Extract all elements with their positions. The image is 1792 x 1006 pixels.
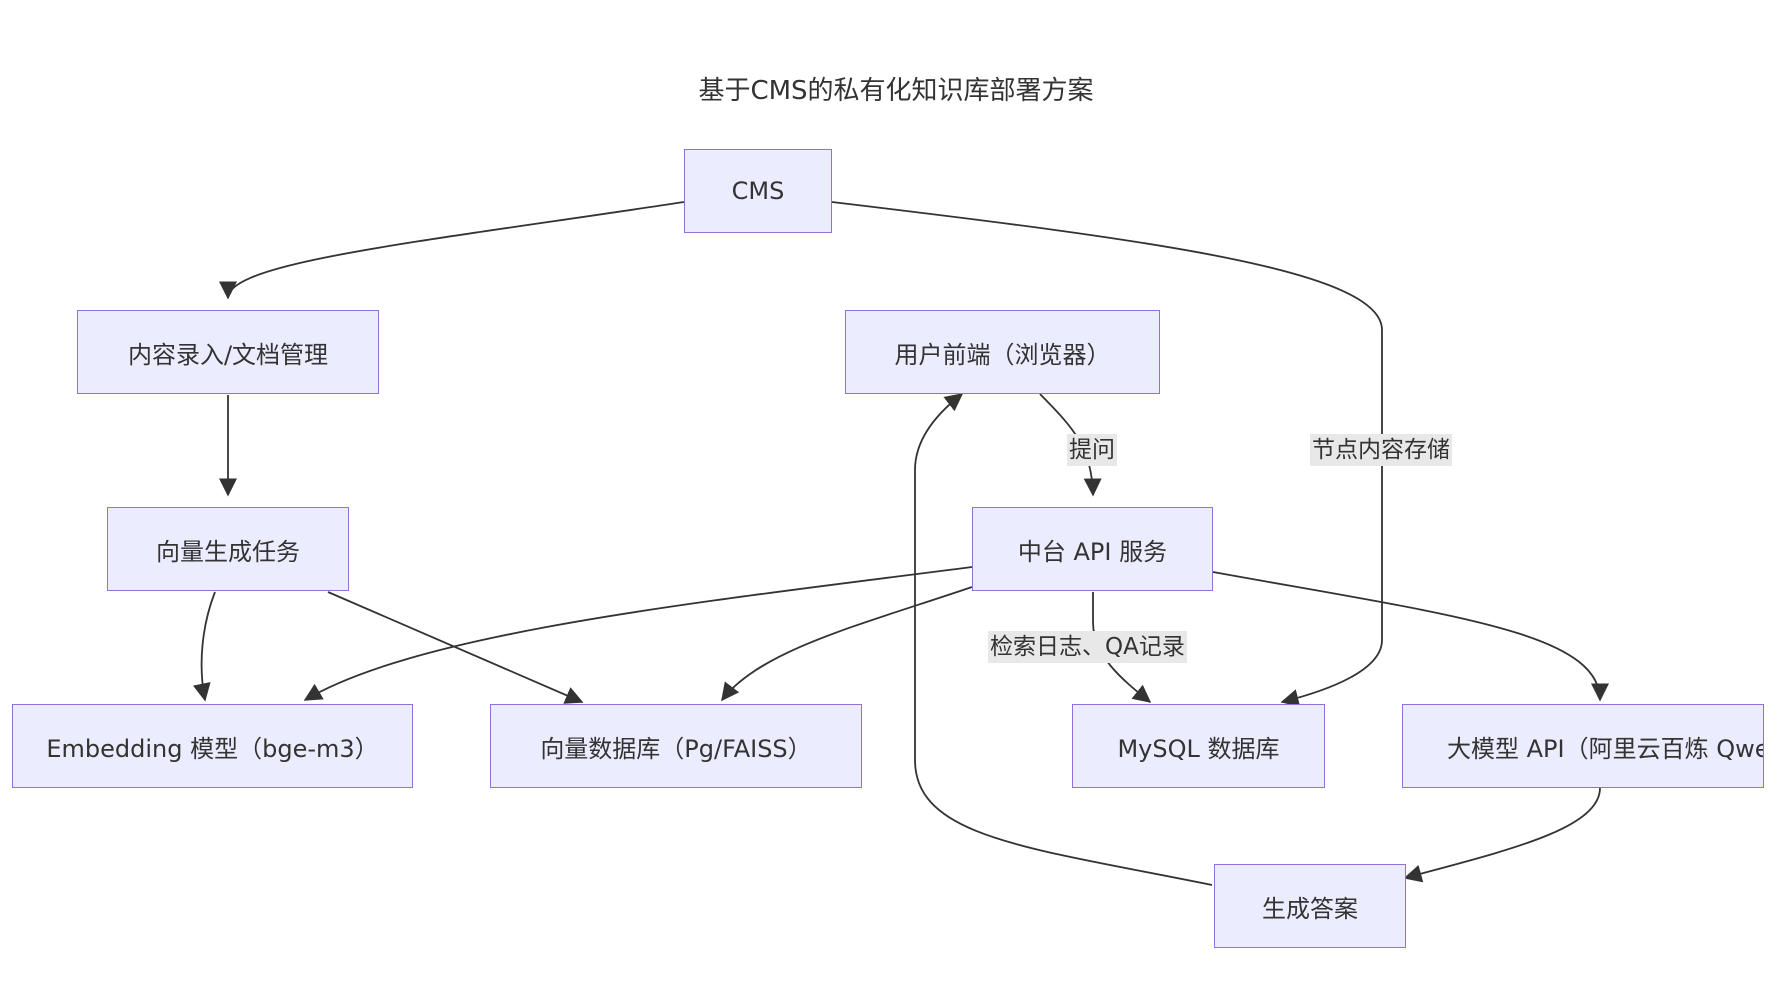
- node-vector-task: 向量生成任务: [107, 507, 349, 591]
- node-embedding-model: Embedding 模型（bge-m3）: [12, 704, 413, 788]
- node-content-entry: 内容录入/文档管理: [77, 310, 379, 394]
- node-api-service: 中台 API 服务: [972, 507, 1213, 591]
- node-answer: 生成答案: [1214, 864, 1406, 948]
- node-cms: CMS: [684, 149, 832, 233]
- edge-answer-to-frontend: [914, 393, 1213, 886]
- edge-label-log: 检索日志、QA记录: [988, 631, 1187, 663]
- edge-vector-task-to-embedding: [192, 591, 216, 702]
- edge-api-to-vector-db: [721, 586, 973, 702]
- node-user-frontend: 用户前端（浏览器）: [845, 310, 1160, 394]
- edge-api-to-llm: [1212, 571, 1609, 702]
- edge-cms-to-content-entry: [219, 201, 685, 300]
- edge-label-ask: 提问: [1067, 434, 1117, 466]
- edge-cms-to-mysql: [831, 201, 1383, 707]
- edge-api-to-embedding: [303, 566, 973, 701]
- edge-llm-to-answer: [1403, 787, 1601, 883]
- node-vector-db: 向量数据库（Pg/FAISS）: [490, 704, 862, 788]
- diagram-title: 基于CMS的私有化知识库部署方案: [698, 76, 1094, 106]
- edge-label-node-storage: 节点内容存储: [1310, 434, 1452, 466]
- node-mysql-db: MySQL 数据库: [1072, 704, 1325, 788]
- node-llm-api: 大模型 API（阿里云百炼 Qwen）: [1402, 704, 1764, 788]
